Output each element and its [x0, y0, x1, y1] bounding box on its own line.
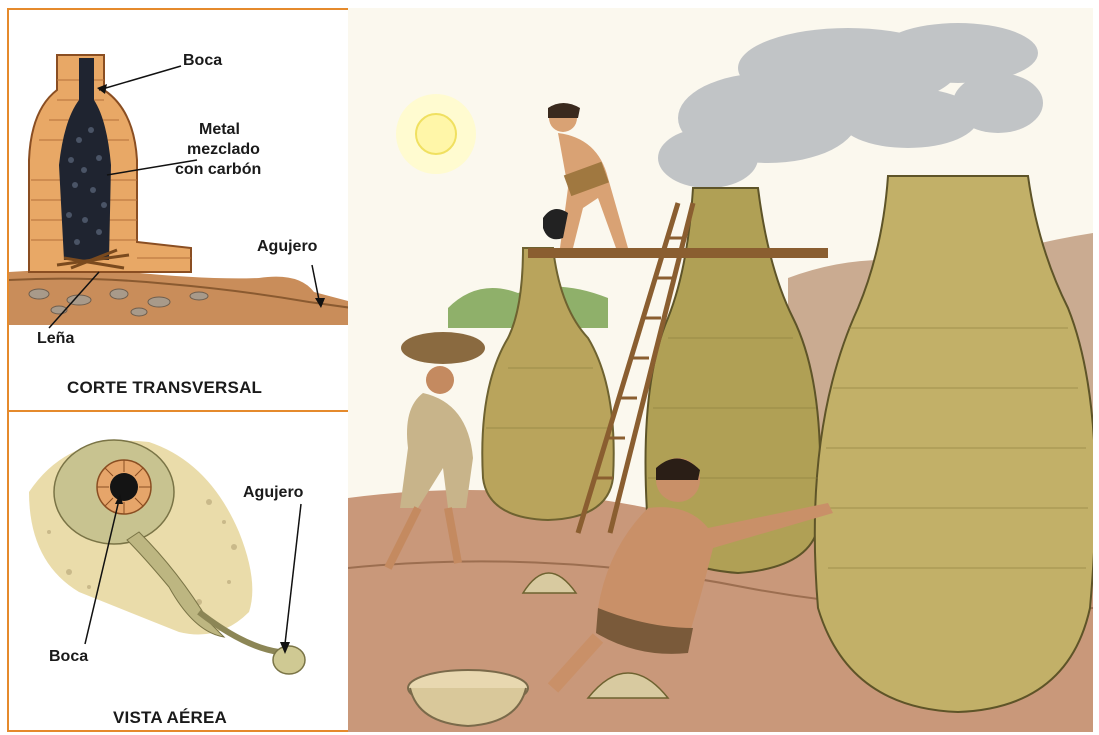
label-agujero: Agujero [257, 238, 317, 256]
label-mezclado: mezclado [187, 141, 260, 159]
caption-vista-aerea: VISTA AÉREA [113, 708, 227, 728]
furnace-scene-illustration [348, 8, 1093, 732]
label-boca: Boca [183, 52, 222, 70]
furnace-aerial-drawing [9, 412, 350, 732]
furnace-scene-panel [348, 8, 1093, 732]
furnace-cross-section-drawing [9, 10, 350, 412]
sun-icon [416, 114, 456, 154]
label-lena: Leña [37, 330, 74, 348]
aerial-label-boca: Boca [49, 648, 88, 666]
label-metal: Metal [199, 121, 240, 139]
aerial-label-agujero: Agujero [243, 484, 303, 502]
label-con-carbon: con carbón [175, 161, 261, 179]
aerial-agujero-pit [273, 646, 305, 674]
aerial-boca-hole [110, 473, 138, 501]
aerial-view-panel: Agujero Boca VISTA AÉREA [7, 410, 350, 732]
cross-section-panel: Boca Metal mezclado con carbón Agujero L… [7, 8, 350, 412]
caption-corte-transversal: CORTE TRANSVERSAL [67, 378, 262, 398]
